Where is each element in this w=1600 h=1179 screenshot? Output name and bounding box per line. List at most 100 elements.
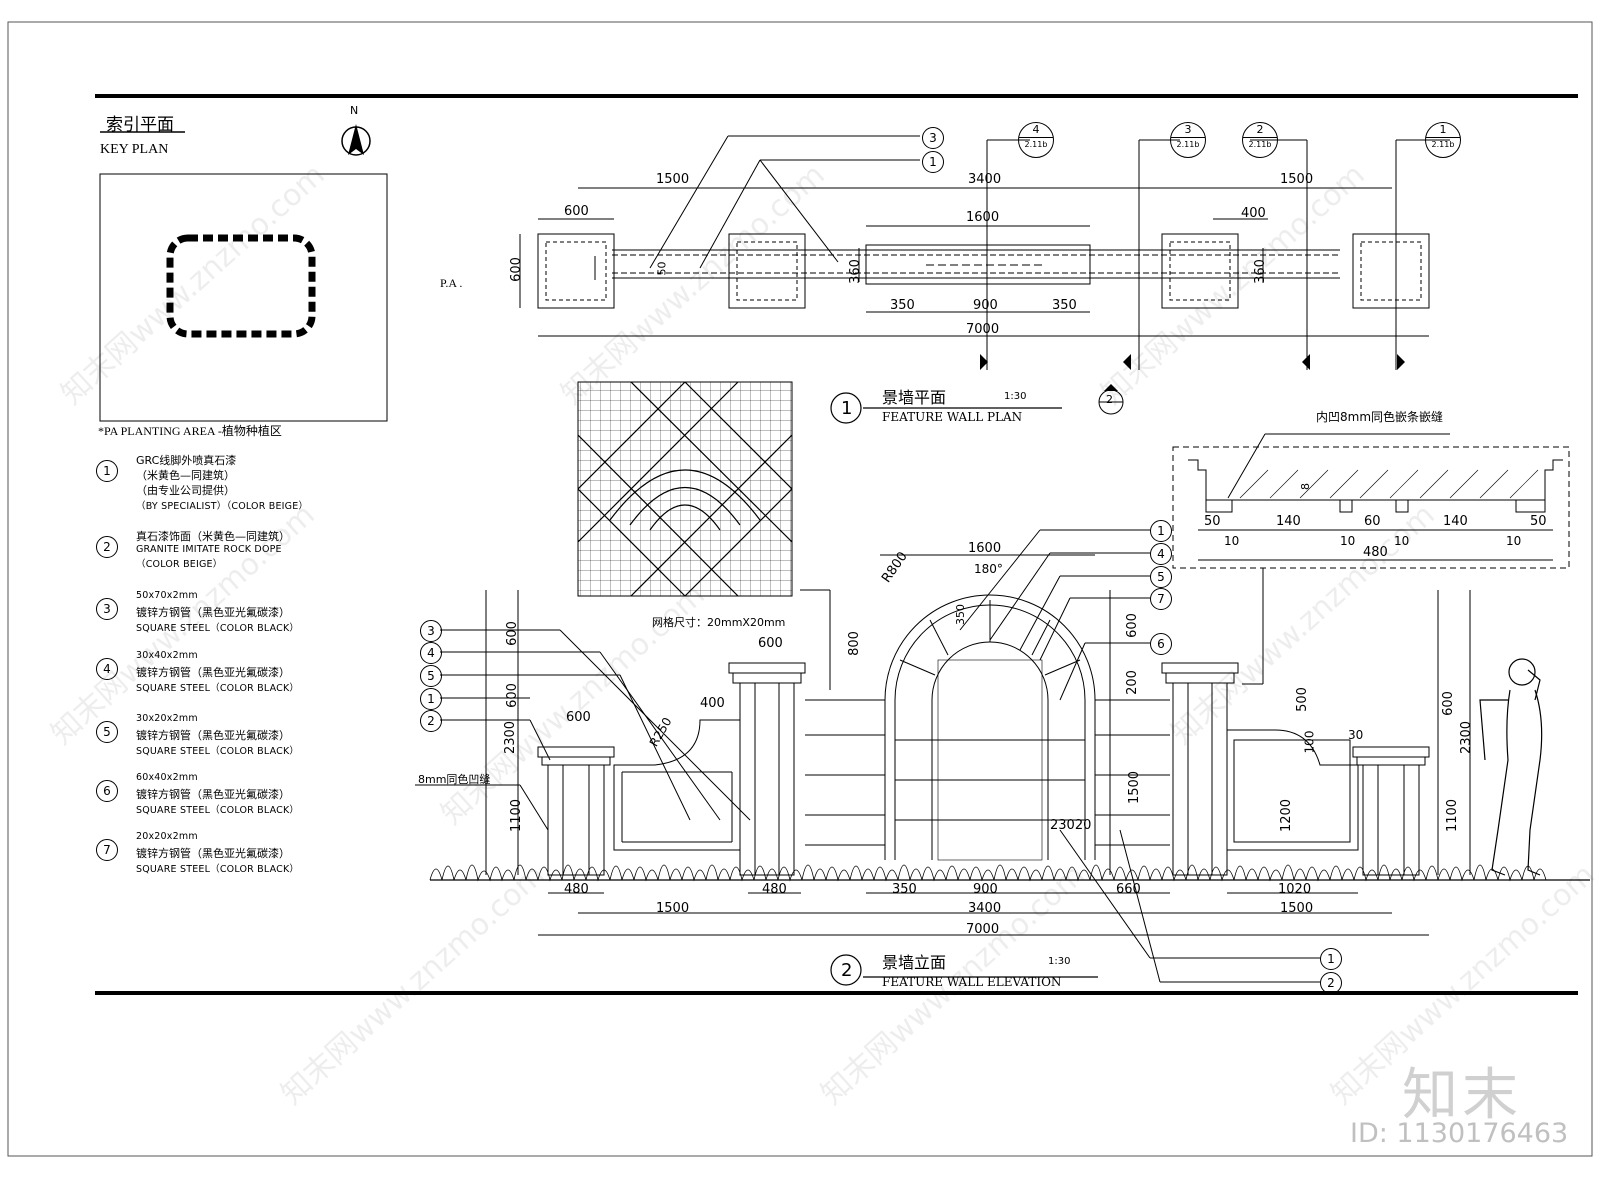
- dim-label: 480: [564, 882, 589, 897]
- dim-label: 100: [1302, 730, 1317, 754]
- dim-label: 500: [1294, 687, 1310, 712]
- grid-detail-drawing: [577, 381, 793, 597]
- dim-label: 60: [1364, 514, 1381, 529]
- dim-label: 2300: [503, 720, 519, 755]
- dim-label: 600: [504, 683, 520, 708]
- dim-label: 7000: [966, 322, 1000, 337]
- dim-label: 600: [1440, 691, 1456, 716]
- dim-label: 350: [892, 882, 917, 897]
- dim-label: 1600: [968, 541, 1002, 556]
- dim-label: 1020: [1278, 882, 1312, 897]
- elevation-title: 景墙立面: [882, 953, 947, 972]
- planting-area-label: *PA PLANTING AREA -植物种植区: [98, 424, 282, 438]
- dim-label: 600: [1124, 613, 1140, 638]
- legend-text: GRC线脚外喷真石漆: [136, 454, 237, 467]
- dim-label: 350: [890, 298, 915, 313]
- dim-label: 7000: [966, 922, 1000, 937]
- key-plan-subtitle: KEY PLAN: [100, 142, 169, 157]
- dim-label: 140: [1276, 514, 1301, 529]
- legend-text: SQUARE STEEL（COLOR BLACK）: [136, 683, 300, 694]
- dim-label: 480: [1363, 545, 1388, 560]
- legend-text: （COLOR BEIGE）: [136, 559, 223, 570]
- section-marker: 2 2.11b: [1242, 122, 1278, 158]
- legend-text: 镀锌方钢管（黑色亚光氟碳漆）: [136, 606, 290, 619]
- dim-label: 50: [655, 261, 669, 276]
- section-marker: 3 2.11b: [1170, 122, 1206, 158]
- section-number: 4: [1032, 123, 1040, 136]
- elevation-scale: 1:30: [1048, 956, 1071, 967]
- callout-marker: 1: [1320, 948, 1342, 970]
- dim-label: 1500: [656, 172, 690, 187]
- legend-text: （由专业公司提供）: [136, 484, 235, 497]
- dim-label: 3400: [968, 901, 1002, 916]
- dim-label: 350: [1052, 298, 1077, 313]
- legend-text: 30x20x2mm: [136, 713, 198, 724]
- legend-text: SQUARE STEEL（COLOR BLACK）: [136, 746, 300, 757]
- callout-marker: 4: [1150, 543, 1172, 565]
- dim-label: 10: [1506, 534, 1522, 548]
- callout-marker: 3: [420, 620, 442, 642]
- plan-pa-label: P.A .: [440, 276, 463, 290]
- callout-marker: 2: [1320, 972, 1342, 994]
- watermark-logo: 知末: [1402, 1063, 1522, 1128]
- callout-marker: 1: [1150, 520, 1172, 542]
- legend-text: 镀锌方钢管（黑色亚光氟碳漆）: [136, 847, 290, 860]
- plan-title: 景墙平面: [882, 388, 947, 407]
- north-arrow-icon: [341, 124, 371, 156]
- legend-text: 30x40x2mm: [136, 650, 198, 661]
- section-ref: 2.11b: [1171, 137, 1205, 152]
- section-flags: [980, 354, 1405, 370]
- legend-number: 3: [96, 598, 118, 620]
- dim-label: 50: [1204, 514, 1221, 529]
- dim-label: 660: [1116, 882, 1141, 897]
- legend-number: 2: [96, 536, 118, 558]
- section-marker: 4 2.11b: [1018, 122, 1054, 158]
- section-marker: 1 2.11b: [1425, 122, 1461, 158]
- section-number: 3: [1184, 123, 1192, 136]
- dim-label: 1100: [1445, 798, 1461, 833]
- callout-marker: 5: [1150, 566, 1172, 588]
- dim-label: 600: [504, 621, 520, 646]
- dim-label: 600: [508, 257, 524, 282]
- key-plan-outline: [166, 234, 316, 338]
- legend-text: SQUARE STEEL（COLOR BLACK）: [136, 623, 300, 634]
- dim-label: 600: [566, 710, 591, 725]
- callout-marker: 2: [420, 710, 442, 732]
- legend-text: （BY SPECIALIST）（COLOR BEIGE）: [136, 501, 309, 512]
- dim-label: 900: [973, 298, 998, 313]
- plan-title-en: FEATURE WALL PLAN: [882, 410, 1023, 424]
- sheet-border: [7, 21, 1593, 1157]
- section-ref: 2.11b: [1426, 137, 1460, 152]
- dim-label: 10: [1394, 534, 1410, 548]
- dim-label: 600: [758, 636, 783, 651]
- legend-number: 1: [96, 460, 118, 482]
- callout-marker: 5: [420, 665, 442, 687]
- legend-text: （米黄色—同建筑）: [136, 469, 235, 482]
- legend-text: 镀锌方钢管（黑色亚光氟碳漆）: [136, 666, 290, 679]
- plan-scale: 1:30: [1004, 391, 1027, 402]
- section-number: 2: [1256, 123, 1264, 136]
- dim-label: 360: [847, 259, 863, 284]
- groove-note: 内凹8mm同色嵌条嵌缝: [1316, 410, 1444, 424]
- dim-label: 1500: [1280, 901, 1314, 916]
- dim-label: 1100: [509, 798, 525, 833]
- dim-label: 140: [1443, 514, 1468, 529]
- groove-note-elevation: 8mm同色凹缝: [418, 773, 491, 786]
- key-plan-title: 索引平面: [106, 115, 174, 135]
- plan-title-number: 1: [841, 398, 853, 419]
- legend-number: 6: [96, 780, 118, 802]
- callout-marker: 3: [922, 127, 944, 149]
- dim-label: 1500: [1127, 770, 1143, 805]
- dim-label: 10: [1224, 534, 1240, 548]
- dim-label: 900: [973, 882, 998, 897]
- dim-label: 180°: [974, 562, 1003, 576]
- dim-label: 800: [846, 631, 862, 656]
- dim-label: 600: [564, 204, 589, 219]
- key-plan-frame: [99, 173, 388, 422]
- legend-text: SQUARE STEEL（COLOR BLACK）: [136, 805, 300, 816]
- watermark-id: ID: 1130176463: [1350, 1118, 1569, 1149]
- dim-label: 360: [1252, 259, 1268, 284]
- callout-marker: 7: [1150, 588, 1172, 610]
